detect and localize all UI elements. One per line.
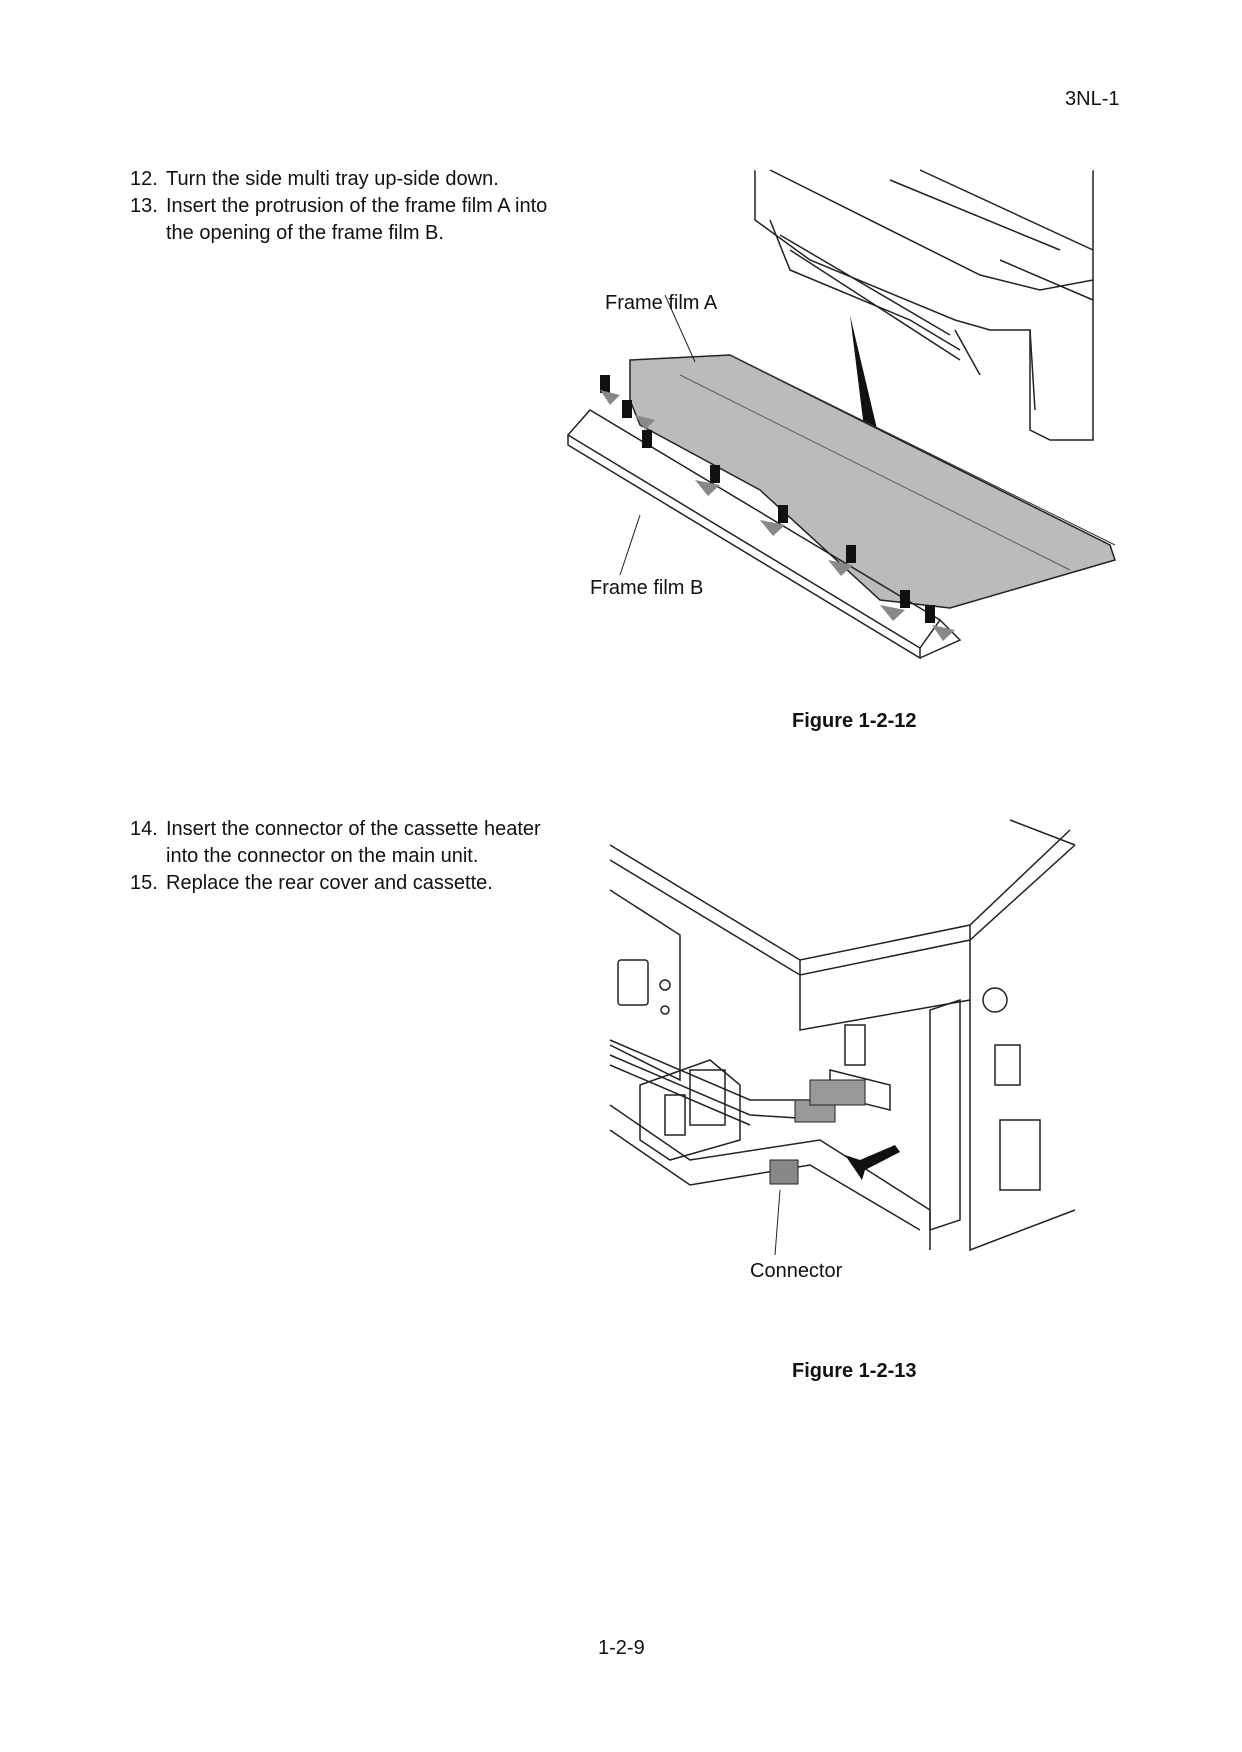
figure-1-2-13-illustration: [609, 819, 1076, 1256]
step-number: 14.: [130, 818, 158, 840]
instruction-steps-14-15: 14. Insert the connector of the cassette …: [130, 816, 566, 897]
figure-caption-13: Figure 1-2-13: [792, 1360, 917, 1382]
multi-tray-drawing: [754, 169, 1094, 441]
step-number: 13.: [130, 195, 158, 217]
frame-film-a-label: Frame film A: [605, 292, 718, 314]
connector-parts: [769, 1079, 866, 1185]
step-text: Turn the side multi tray up-side down.: [166, 168, 499, 190]
step-15: 15. Replace the rear cover and cassette.: [130, 870, 566, 897]
step-14: 14. Insert the connector of the cassette …: [130, 816, 566, 870]
instruction-steps-12-13: 12. Turn the side multi tray up-side down…: [130, 166, 566, 247]
frame-film-b: [567, 409, 962, 660]
step-text: Replace the rear cover and cassette.: [166, 872, 493, 894]
step-number: 15.: [130, 872, 158, 894]
document-code: 3NL-1: [1065, 88, 1120, 110]
connector-label: Connector: [750, 1260, 843, 1282]
step-text: Insert the protrusion of the frame film …: [166, 195, 548, 244]
step-13: 13. Insert the protrusion of the frame fi…: [130, 193, 566, 247]
step-text: Insert the connector of the cassette hea…: [166, 818, 541, 867]
main-unit-drawing: [609, 819, 1076, 1252]
frame-film-a: [629, 354, 1116, 609]
pull-direction-arrow-icon: [845, 1145, 900, 1180]
step-12: 12. Turn the side multi tray up-side down…: [130, 166, 566, 193]
protrusion-tabs: [600, 375, 935, 623]
frame-film-b-label: Frame film B: [590, 577, 704, 599]
insert-arrow-icons: [600, 390, 955, 641]
figure-1-2-12-illustration: [567, 169, 1116, 660]
page-number: 1-2-9: [598, 1637, 645, 1659]
direction-arrow-icon: [850, 315, 882, 452]
figure-caption-12: Figure 1-2-12: [792, 710, 917, 732]
step-number: 12.: [130, 168, 158, 190]
